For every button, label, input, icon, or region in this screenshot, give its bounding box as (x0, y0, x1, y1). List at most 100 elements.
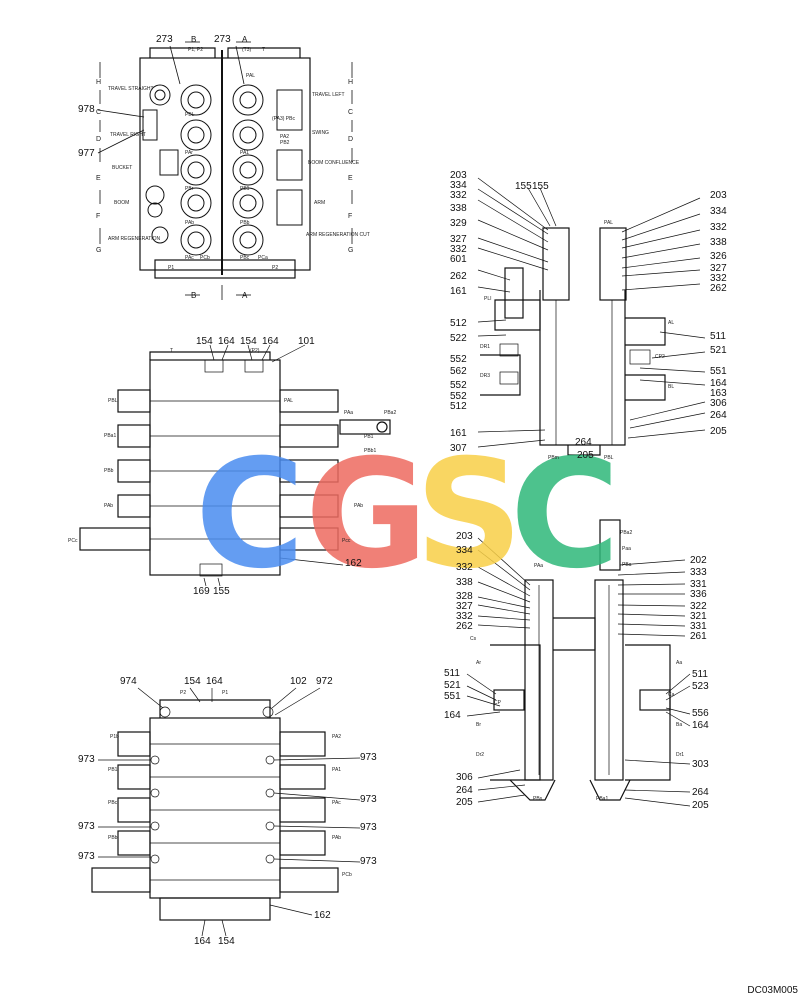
callout: 273 (214, 34, 231, 45)
port-label: PCb (200, 255, 210, 261)
callout: 205 (710, 426, 727, 437)
port-label: PB1 (240, 186, 250, 192)
port-label: CP2 (655, 354, 665, 360)
port-label: CP (494, 700, 501, 706)
callout: 521 (710, 345, 727, 356)
callout: 205 (456, 797, 473, 808)
callout: 338 (710, 237, 727, 248)
callout: 551 (710, 366, 727, 377)
port-label: (T3) (242, 47, 252, 53)
callout: 511 (692, 669, 708, 680)
callout: 155 (213, 586, 230, 597)
callout: 973 (360, 794, 377, 805)
callout: 155 (532, 181, 549, 192)
callout: 205 (692, 800, 709, 811)
port-label: DR1 (480, 344, 491, 350)
watermark-letter: S (415, 428, 524, 602)
callout: 511 (444, 668, 460, 679)
callout: 974 (120, 676, 137, 687)
function-label: SWING (312, 130, 329, 136)
section-mark: B (191, 35, 197, 44)
callout: 973 (78, 754, 95, 765)
side-letter: G (348, 247, 354, 254)
callout: 562 (450, 366, 467, 377)
side-letter: D (96, 136, 102, 143)
side-letter: H (348, 79, 354, 86)
callout: 102 (290, 676, 307, 687)
callout: 326 (710, 251, 727, 262)
port-label: PA2 (332, 734, 342, 740)
function-label: ARM (314, 200, 326, 206)
callout: 203 (710, 190, 727, 201)
port-label: PBa (622, 562, 632, 568)
function-label: (PA3) PBc (272, 116, 295, 122)
callout: 521 (444, 680, 461, 691)
function-label: ARM REGENERATION (108, 236, 161, 242)
callout: 164 (218, 336, 235, 347)
callout: 203 (456, 531, 473, 542)
callout: 327 (450, 234, 467, 245)
section-mark: B (191, 291, 197, 300)
callout: 332 (710, 273, 727, 284)
callout: 161 (450, 286, 467, 297)
port-label: PA1 (240, 150, 250, 156)
callout: 601 (450, 254, 467, 265)
callout: 303 (692, 759, 709, 770)
callout: 973 (78, 851, 95, 862)
callout: 164 (710, 378, 727, 389)
port-label: Ba (676, 722, 683, 728)
port-label: T (262, 47, 266, 53)
callout: 264 (456, 785, 473, 796)
port-label: Aa (676, 660, 683, 666)
port-label: PAa (534, 563, 544, 569)
port-label: Dr2 (476, 752, 485, 758)
port-label: PBL (604, 455, 614, 461)
callout: 331 (690, 621, 707, 632)
callout: 523 (692, 681, 709, 692)
callout: 972 (316, 676, 333, 687)
function-label: BOOM CONFLUENCE (308, 160, 360, 166)
callout: 334 (456, 545, 473, 556)
top-view-body (97, 41, 353, 300)
port-label: BL (668, 384, 675, 390)
callout: 154 (196, 336, 213, 347)
callout: 552 (450, 380, 467, 391)
callout: 338 (456, 577, 473, 588)
callout: 552 (450, 391, 467, 402)
callout: 162 (314, 910, 331, 921)
port-label: PAc (332, 800, 341, 806)
port-label: Paa (622, 546, 631, 552)
callout: 164 (206, 676, 223, 687)
port-label: PLI (484, 296, 492, 302)
port-label: (P2) (250, 348, 260, 354)
section-mark: A (242, 291, 248, 300)
callout: 334 (710, 206, 727, 217)
port-label: P2 (272, 265, 279, 271)
port-label: P1, P2 (188, 47, 204, 53)
port-label: PAL (604, 220, 614, 226)
port-label: PBr (185, 186, 194, 192)
watermark-letter: C (510, 428, 621, 602)
callout: 273 (156, 34, 173, 45)
callout: 334 (450, 180, 467, 191)
side-letter: D (348, 136, 354, 143)
side-letter: C (348, 109, 354, 116)
callout: 164 (194, 936, 211, 947)
watermark-letter: C (195, 428, 306, 602)
port-label: P1b (110, 734, 119, 740)
callout: 154 (218, 936, 235, 947)
port-label: T (170, 348, 174, 354)
port-label: P2 (180, 690, 187, 696)
port-label: PBL (108, 398, 118, 404)
callout: 327 (710, 263, 727, 274)
callout: 164 (262, 336, 279, 347)
port-label: Br (476, 722, 481, 728)
callout: 333 (690, 567, 707, 578)
port-label: PBb (240, 220, 250, 226)
callout: 169 (193, 586, 210, 597)
callout: 551 (444, 691, 461, 702)
side-letter: F (348, 213, 353, 220)
callout: 306 (456, 772, 473, 783)
port-label: PA1 (332, 767, 342, 773)
